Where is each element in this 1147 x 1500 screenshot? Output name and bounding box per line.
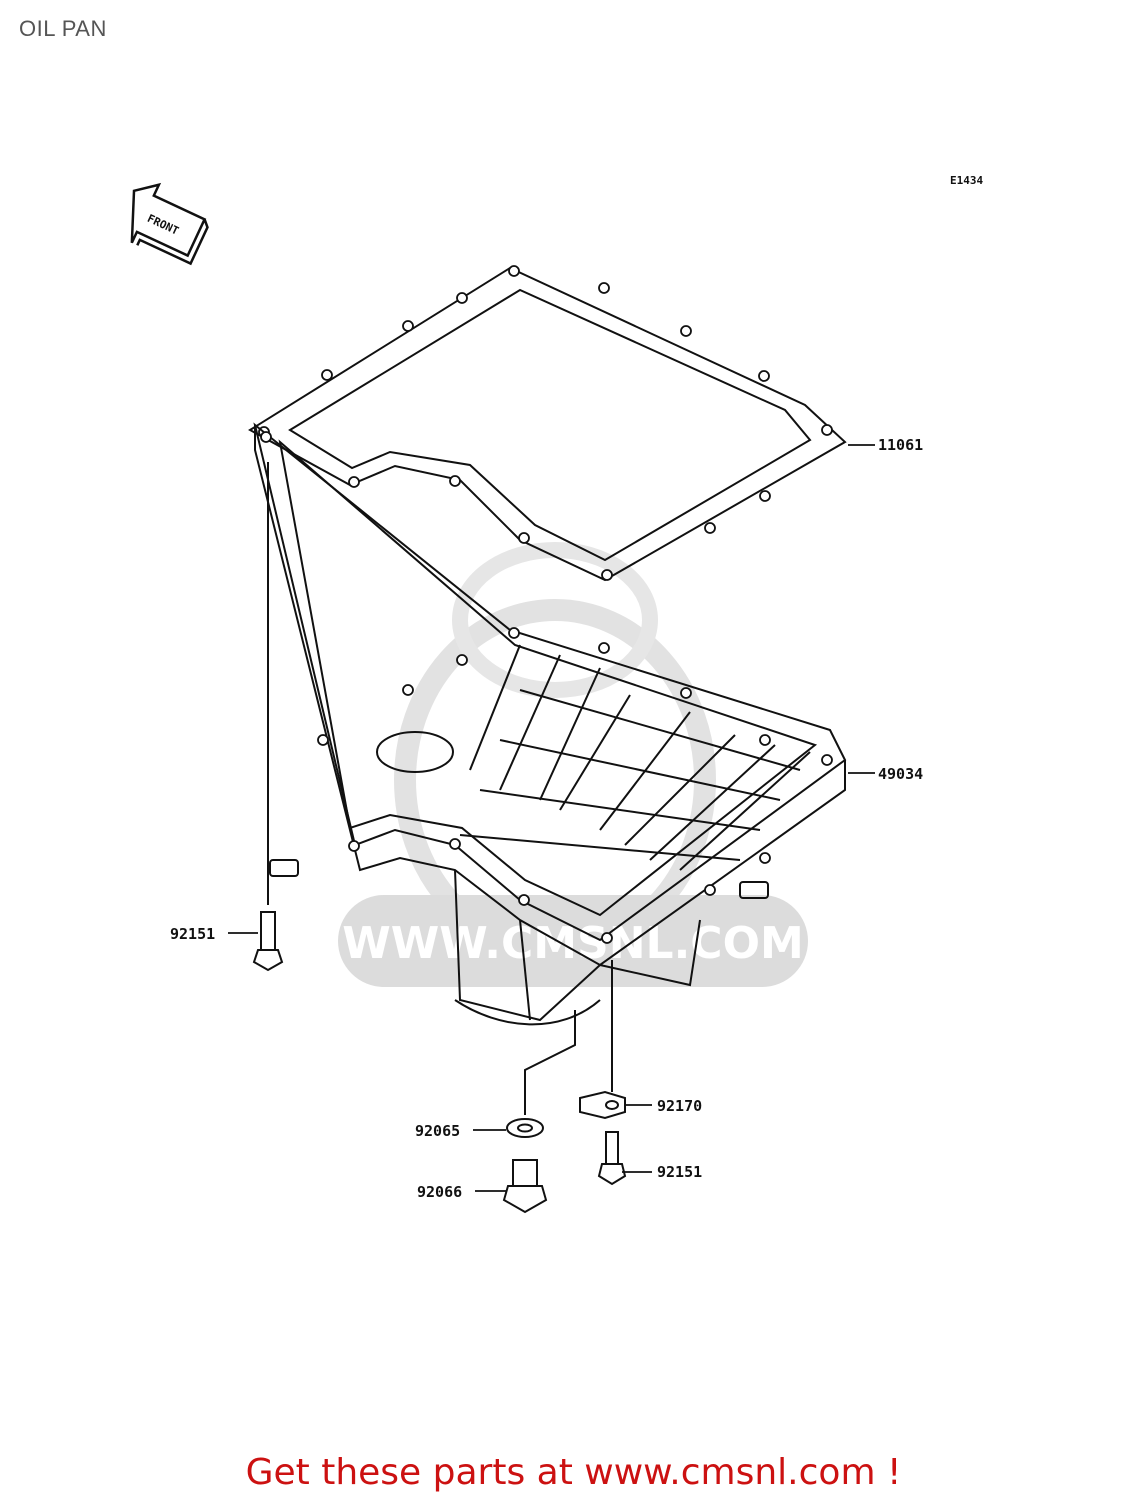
label-92170: 92170 xyxy=(657,1097,702,1115)
gasket-bolt-holes xyxy=(258,265,833,581)
drawing-code: E1434 xyxy=(950,174,983,187)
label-92151-right: 92151 xyxy=(657,1163,702,1181)
label-92151-left: 92151 xyxy=(170,925,215,943)
front-arrow-icon: FRONT xyxy=(130,182,209,266)
label-92066: 92066 xyxy=(417,1183,462,1201)
oil-pan-bolt-holes xyxy=(260,431,833,944)
watermark: WWW.CMSNL.COM xyxy=(338,542,808,987)
gasket xyxy=(248,266,847,582)
bolt-right-icon xyxy=(597,1131,627,1186)
footer-link[interactable]: Get these parts at www.cmsnl.com ! xyxy=(245,1452,902,1493)
page-title: OIL PAN xyxy=(19,16,107,41)
bolt-left-icon xyxy=(252,462,284,972)
clamp-icon xyxy=(579,960,626,1120)
label-49034: 49034 xyxy=(878,765,923,783)
oil-pan xyxy=(253,422,847,1026)
label-11061: 11061 xyxy=(878,436,923,454)
drain-plug-icon xyxy=(502,1159,548,1214)
leader-lines xyxy=(228,444,875,1192)
washer-icon xyxy=(506,1010,576,1138)
label-92065: 92065 xyxy=(415,1122,460,1140)
